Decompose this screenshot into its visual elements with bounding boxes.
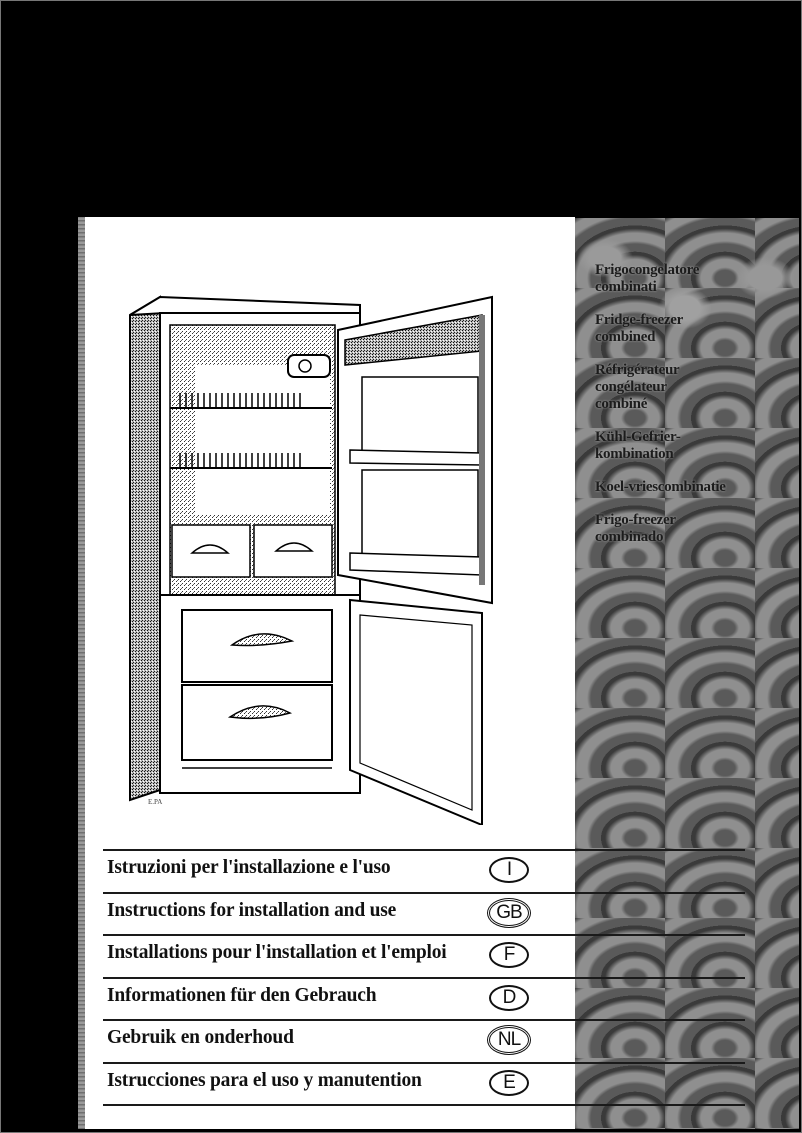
panel-label-nl: Koel-vriescombinatie [595, 479, 726, 495]
instruction-title: Informationen für den Gebrauch [107, 984, 377, 1006]
panel-label-fr: Réfrigérateur congélateur combiné [595, 362, 680, 412]
instruction-title: Installations pour l'installation et l'e… [107, 942, 447, 964]
lang-badge-icon: F [489, 942, 529, 969]
fridge-freezer-illustration [129, 295, 493, 825]
side-panel-labels: Frigocongelatore combinati Fridge-freeze… [595, 262, 795, 562]
instruction-title: Istruzioni per l'installazione e l'uso [107, 857, 391, 878]
instruction-title: Gebruik en onderhoud [107, 1027, 294, 1049]
instruction-row-it: Istruzioni per l'installazione e l'uso I [103, 849, 745, 892]
lang-badge-icon: D [489, 984, 529, 1011]
instruction-row-gb: Instructions for installation and use GB [103, 891, 745, 935]
illustration-caption: E.PA [148, 798, 163, 806]
instruction-title: Istrucciones para el uso y manutention [107, 1069, 422, 1091]
lang-badge-icon: GB [489, 899, 529, 926]
instruction-row-es: Istrucciones para el uso y manutention E [103, 1061, 745, 1106]
lang-badge-icon: I [489, 857, 529, 883]
panel-label-gb: Fridge-freezer combined [595, 312, 683, 345]
instructions-list: Istruzioni per l'installazione e l'uso I… [103, 849, 745, 1106]
panel-label-es: Frigo-freezer combinado [595, 512, 676, 545]
instruction-title: Instructions for installation and use [107, 899, 397, 921]
lang-badge-icon: NL [489, 1027, 529, 1054]
panel-label-it: Frigocongelatore combinati [595, 262, 700, 295]
instruction-row-nl: Gebruik en onderhoud NL [103, 1019, 745, 1062]
panel-label-de: Kühl-Gefrier- kombination [595, 429, 681, 462]
instruction-row-de: Informationen für den Gebrauch D [103, 976, 745, 1020]
lang-badge-icon: E [489, 1069, 529, 1096]
instruction-row-fr: Installations pour l'installation et l'e… [103, 934, 745, 977]
